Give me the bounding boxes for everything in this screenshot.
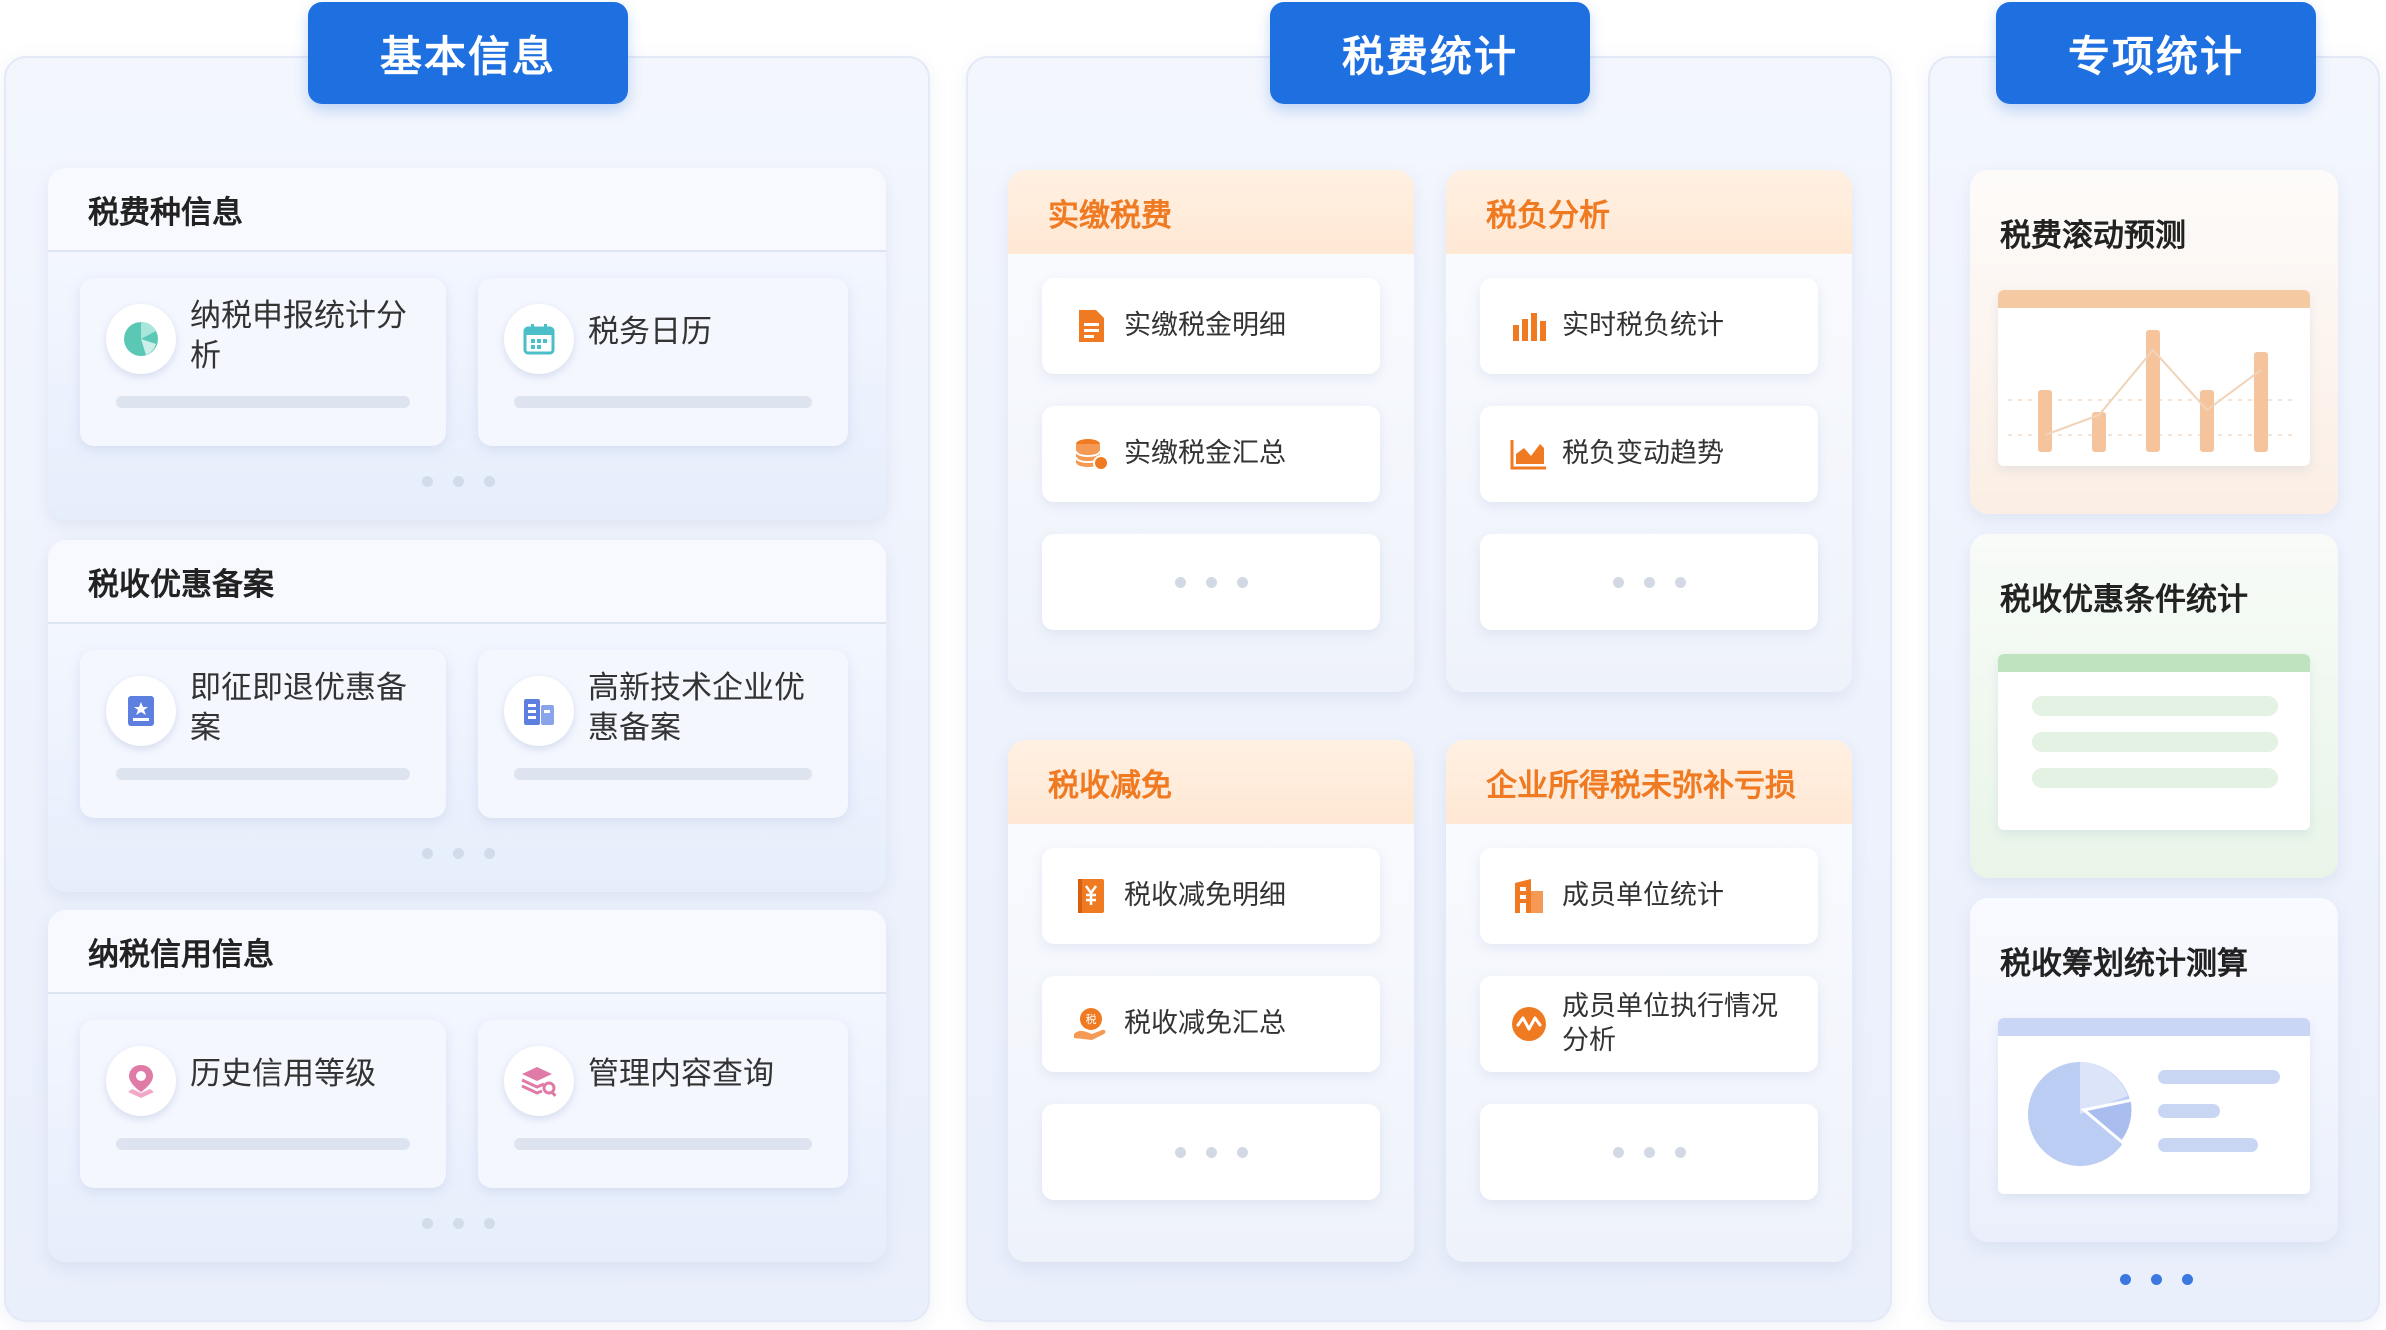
tax-rolling-forecast-card[interactable]: 税费滚动预测 [1970,170,2338,514]
list-lines-preview [1998,654,2310,830]
certificate-icon [106,676,176,746]
pie-legend-preview [1998,1018,2310,1194]
item-label: 实时税负统计 [1562,310,1724,341]
tile-high-tech-filing[interactable]: 高新技术企业优惠备案 [478,650,848,818]
stack-search-icon [504,1046,574,1116]
card-title: 实缴税费 [1008,170,1414,254]
office-building-icon [1510,877,1548,915]
tax-types-card: 税费种信息 纳税申报统计分析 税务日历 [48,168,886,520]
document-icon [1072,307,1110,345]
tile-filing-statistics[interactable]: 纳税申报统计分析 [80,278,446,446]
item-label: 税收减免汇总 [1124,1008,1286,1039]
tile-label: 即征即退优惠备案 [190,670,407,746]
placeholder-bar [116,768,410,780]
tax-credit-info-card: 纳税信用信息 历史信用等级 管理内容查询 [48,910,886,1262]
item-label: 税负变动趋势 [1562,438,1724,469]
preview-line [2032,696,2278,716]
item-label: 成员单位统计 [1562,880,1724,911]
preview-header [1998,654,2310,672]
card-title: 纳税信用信息 [48,910,886,994]
more-items[interactable] [1480,1104,1818,1200]
tax-statistics-header: 税费统计 [1270,2,1590,104]
wave-icon [1510,1005,1548,1043]
tax-relief-detail-item[interactable]: 税收减免明细 [1042,848,1380,944]
burden-trend-item[interactable]: 税负变动趋势 [1480,406,1818,502]
item-label: 实缴税金明细 [1124,310,1286,341]
tax-incentive-filing-card: 税收优惠备案 即征即退优惠备案 高新技术企业优惠备案 [48,540,886,892]
tax-hand-icon: 税 [1072,1005,1110,1043]
tile-label: 纳税申报统计分析 [190,298,407,374]
paid-tax-summary-item[interactable]: 实缴税金汇总 [1042,406,1380,502]
basic-info-header: 基本信息 [308,2,628,104]
more-items[interactable] [1480,534,1818,630]
special-statistics-header: 专项统计 [1996,2,2316,104]
card-title: 税收优惠备案 [48,540,886,624]
pagination-dots[interactable] [422,476,495,487]
tax-relief-card: 税收减免 税收减免明细 税 税收减免汇总 [1008,740,1414,1262]
member-unit-execution-item[interactable]: 成员单位执行情况分析 [1480,976,1818,1072]
calendar-icon [504,304,574,374]
pagination-dots[interactable] [422,848,495,859]
building-doc-icon [504,676,574,746]
placeholder-bar [116,1138,410,1150]
preview-header [1998,1018,2310,1036]
preview-line [2032,732,2278,752]
card-title: 企业所得税未弥补亏损 [1446,740,1852,824]
item-label: 税收减免明细 [1124,880,1286,911]
bar-line-chart-preview [1998,290,2310,466]
tile-tax-calendar[interactable]: 税务日历 [478,278,848,446]
paid-taxes-card: 实缴税费 实缴税金明细 实缴税金汇总 [1008,170,1414,692]
card-title: 税负分析 [1446,170,1852,254]
placeholder-bar [514,1138,812,1150]
tile-label: 高新技术企业优惠备案 [588,670,805,746]
more-items[interactable] [1042,1104,1380,1200]
coins-icon [1072,435,1110,473]
item-label: 成员单位执行情况分析 [1562,991,1778,1056]
realtime-burden-item[interactable]: 实时税负统计 [1480,278,1818,374]
placeholder-bar [514,768,812,780]
yuan-doc-icon [1072,877,1110,915]
member-unit-stats-item[interactable]: 成员单位统计 [1480,848,1818,944]
bar-chart-icon [1510,307,1548,345]
placeholder-bar [116,396,410,408]
location-pin-icon [106,1046,176,1116]
uncovered-loss-card: 企业所得税未弥补亏损 成员单位统计 成员单位执行情况分析 [1446,740,1852,1262]
card-title: 税收优惠条件统计 [2000,582,2248,618]
tile-label: 税务日历 [588,314,712,350]
pagination-dots[interactable] [422,1218,495,1229]
placeholder-bar [514,396,812,408]
tile-credit-history[interactable]: 历史信用等级 [80,1020,446,1188]
incentive-condition-stats-card[interactable]: 税收优惠条件统计 [1970,534,2338,878]
svg-text:税: 税 [1086,1012,1097,1026]
pagination-dots[interactable] [2120,1274,2193,1285]
tile-label: 管理内容查询 [588,1056,774,1092]
tax-burden-analysis-card: 税负分析 实时税负统计 税负变动趋势 [1446,170,1852,692]
preview-line [2032,768,2278,788]
card-title: 税费种信息 [48,168,886,252]
preview-header [1998,290,2310,308]
item-label: 实缴税金汇总 [1124,438,1286,469]
tile-instant-refund[interactable]: 即征即退优惠备案 [80,650,446,818]
card-title: 税费滚动预测 [2000,218,2186,254]
tile-management-query[interactable]: 管理内容查询 [478,1020,848,1188]
tile-label: 历史信用等级 [190,1056,376,1092]
card-title: 税收减免 [1008,740,1414,824]
more-items[interactable] [1042,534,1380,630]
pie-chart-icon [106,304,176,374]
paid-tax-detail-item[interactable]: 实缴税金明细 [1042,278,1380,374]
tax-planning-calc-card[interactable]: 税收筹划统计测算 [1970,898,2338,1242]
card-title: 税收筹划统计测算 [2000,946,2248,982]
tax-relief-summary-item[interactable]: 税 税收减免汇总 [1042,976,1380,1072]
area-chart-icon [1510,435,1548,473]
